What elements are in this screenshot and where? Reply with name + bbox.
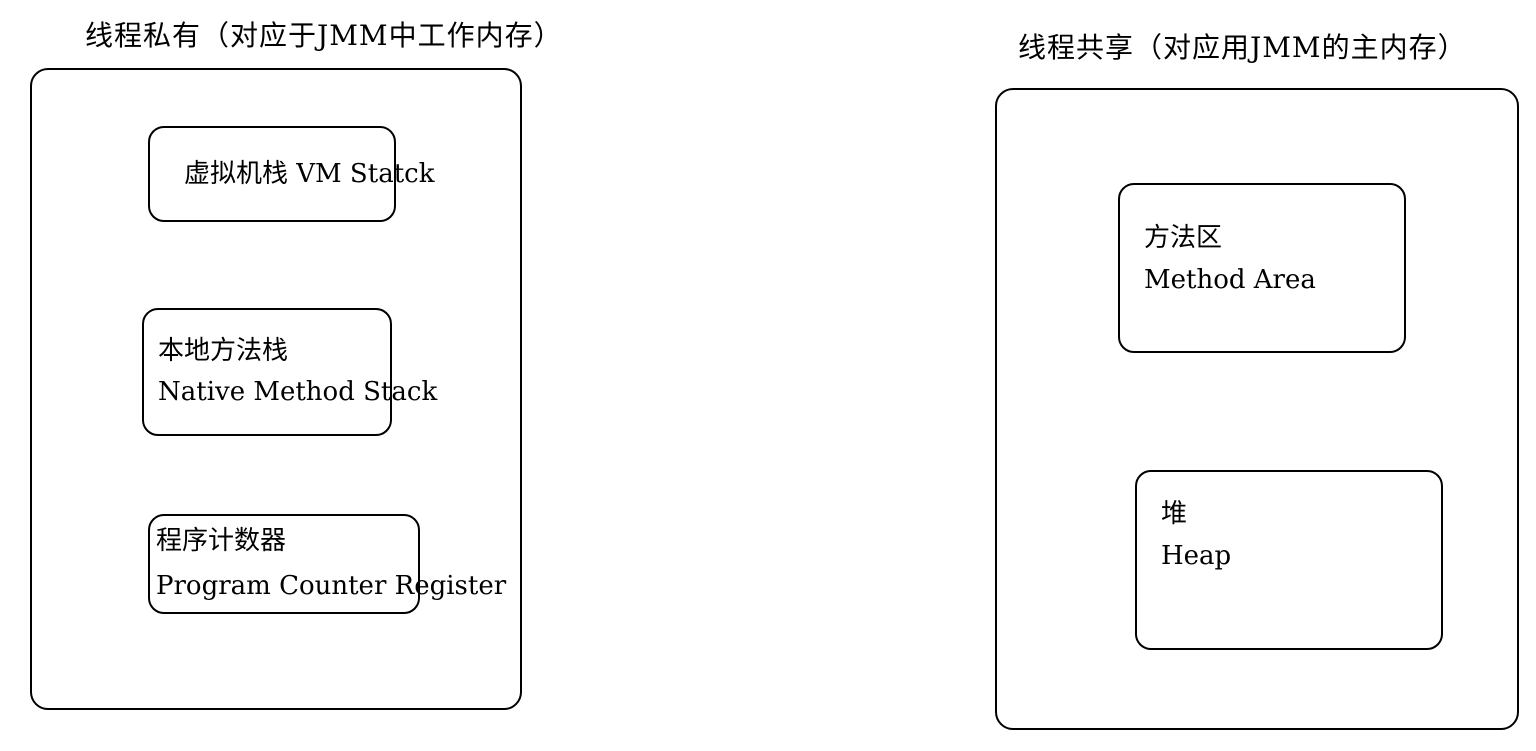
- thread-private-title: 线程私有（对应于JMM中工作内存）: [85, 19, 563, 52]
- program-counter-box: 程序计数器 Program Counter Register: [148, 514, 507, 614]
- method-area-label-en: Method Area: [1144, 265, 1316, 295]
- method-area-box: 方法区 Method Area: [1118, 183, 1406, 353]
- native-method-stack-label-en: Native Method Stack: [158, 377, 438, 407]
- program-counter-label-en: Program Counter Register: [156, 571, 507, 601]
- vm-stack-box: 虚拟机栈 VM Statck: [148, 126, 435, 222]
- heap-label-en: Heap: [1161, 541, 1232, 571]
- native-method-stack-box: 本地方法栈 Native Method Stack: [142, 308, 438, 436]
- heap-label-cn: 堆: [1161, 499, 1188, 529]
- heap-box: 堆 Heap: [1135, 470, 1443, 650]
- thread-shared-title: 线程共享（对应用JMM的主内存）: [1018, 31, 1467, 64]
- native-method-stack-label-cn: 本地方法栈: [158, 336, 289, 366]
- method-area-label-cn: 方法区: [1144, 223, 1223, 253]
- vm-stack-label: 虚拟机栈 VM Statck: [184, 159, 435, 189]
- program-counter-label-cn: 程序计数器: [156, 526, 287, 556]
